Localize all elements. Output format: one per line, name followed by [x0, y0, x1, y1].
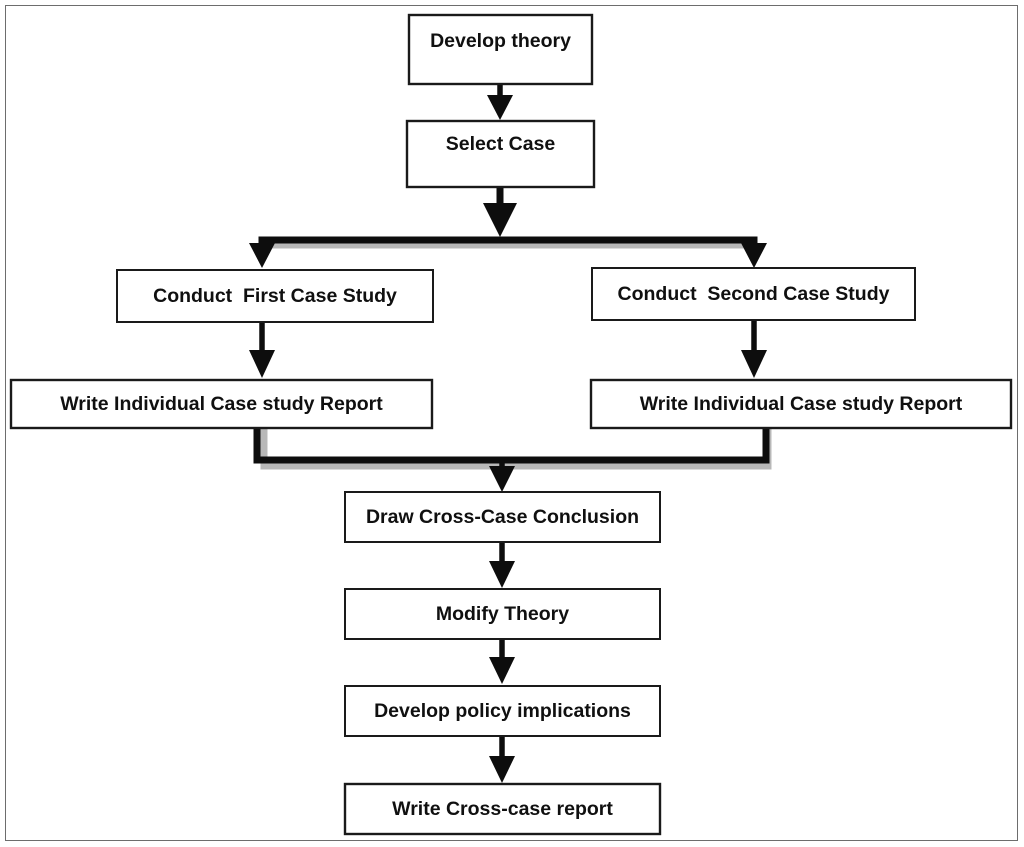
edge-conduct-first-to-report-left: [249, 322, 275, 378]
node-develop-policy-implications[interactable]: Develop policy implications: [344, 685, 661, 737]
node-modify-theory[interactable]: Modify Theory: [344, 588, 661, 640]
node-conduct-second-case-study[interactable]: Conduct Second Case Study: [591, 267, 916, 321]
edge-modify-theory-to-policy: [489, 639, 515, 684]
node-conduct-first-case-study-label: Conduct First Case Study: [153, 285, 397, 307]
node-draw-cross-case-conclusion-label: Draw Cross-Case Conclusion: [366, 506, 639, 528]
node-draw-cross-case-conclusion[interactable]: Draw Cross-Case Conclusion: [344, 491, 661, 543]
node-write-individual-report-right-label: Write Individual Case study Report: [640, 393, 963, 415]
node-write-individual-report-right[interactable]: Write Individual Case study Report: [589, 378, 1013, 430]
node-develop-theory-label: Develop theory: [430, 30, 571, 52]
node-conduct-first-case-study[interactable]: Conduct First Case Study: [116, 269, 434, 323]
node-write-cross-case-report-label: Write Cross-case report: [392, 798, 613, 820]
edge-develop-theory-to-select-case: [487, 84, 513, 120]
node-develop-theory[interactable]: Develop theory: [407, 13, 594, 86]
edge-conduct-second-to-report-right: [741, 320, 767, 378]
node-write-individual-report-left-label: Write Individual Case study Report: [60, 393, 383, 415]
edge-conclusion-to-modify-theory: [489, 542, 515, 588]
edge-merge-join: [253, 428, 772, 492]
node-write-cross-case-report[interactable]: Write Cross-case report: [343, 782, 662, 836]
node-modify-theory-label: Modify Theory: [436, 603, 569, 625]
node-select-case[interactable]: Select Case: [405, 119, 596, 189]
edge-branch-split: [249, 236, 767, 268]
node-select-case-label: Select Case: [446, 133, 556, 155]
node-write-individual-report-left[interactable]: Write Individual Case study Report: [9, 378, 434, 430]
edge-select-case-to-branch: [483, 187, 517, 237]
edge-policy-to-cross-case-report: [489, 736, 515, 783]
node-develop-policy-implications-label: Develop policy implications: [374, 700, 631, 722]
node-conduct-second-case-study-label: Conduct Second Case Study: [618, 283, 890, 305]
